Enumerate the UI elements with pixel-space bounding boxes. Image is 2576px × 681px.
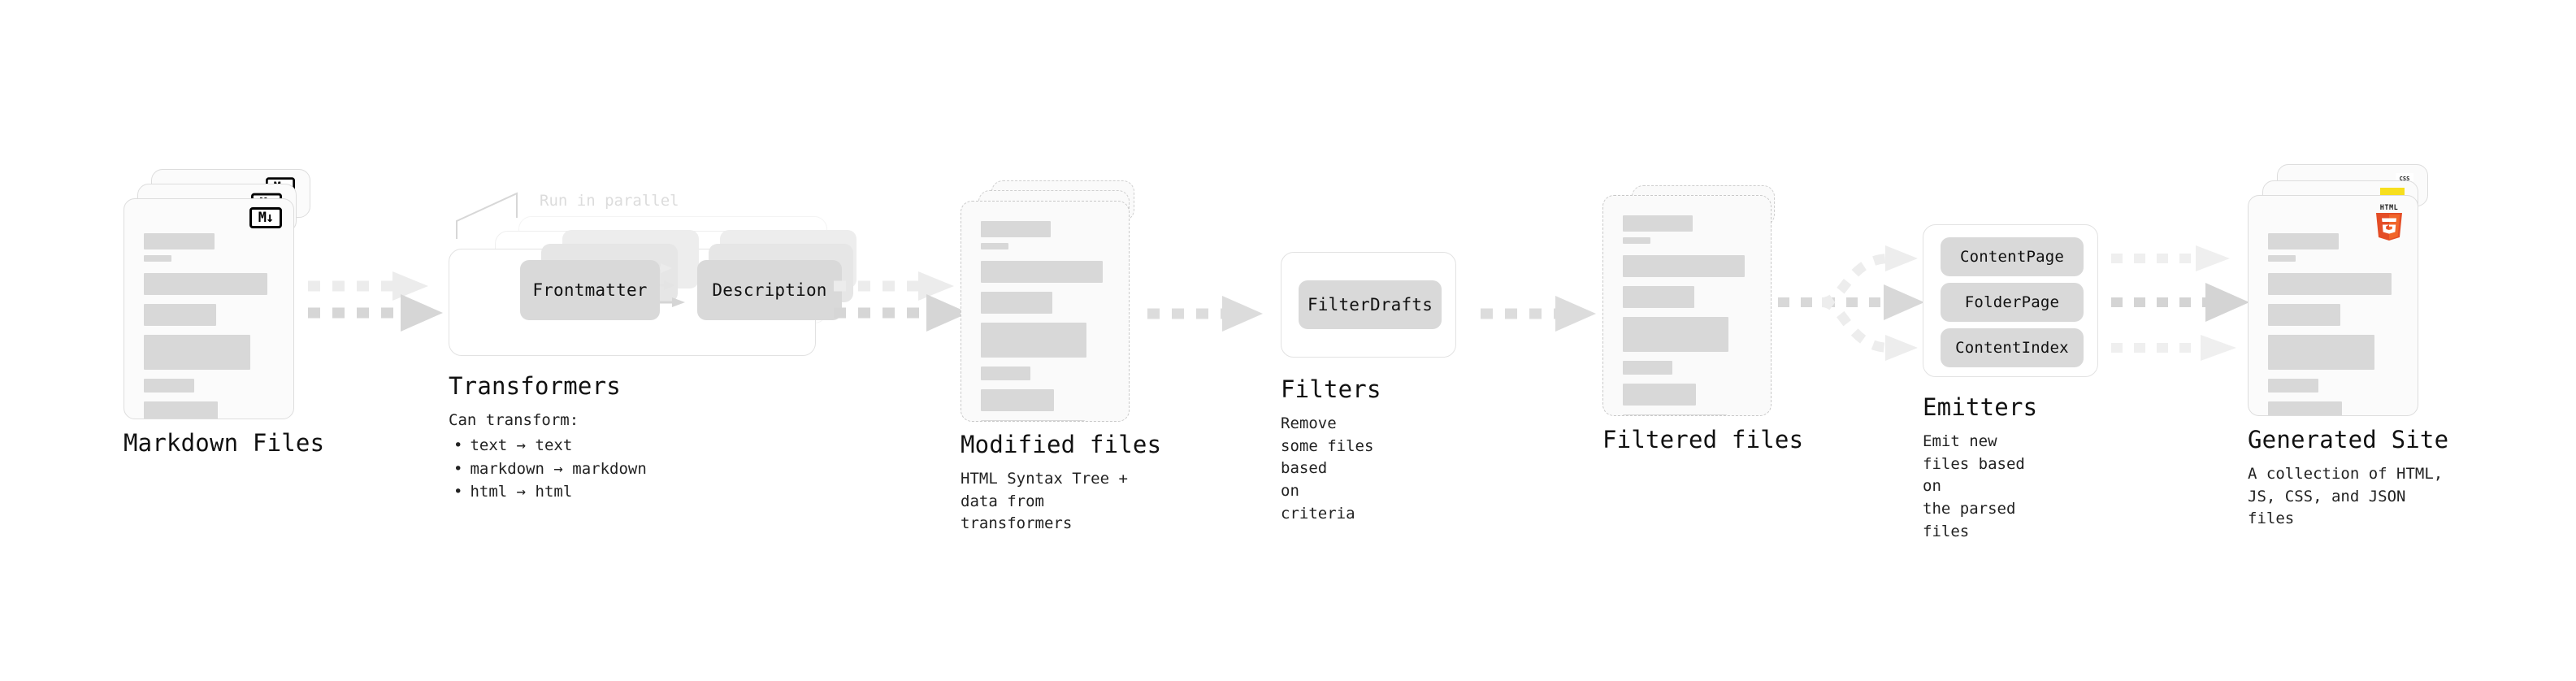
- stage-subtitle: Remove some files based on criteria: [1281, 414, 1374, 523]
- doc-line-body: [2268, 335, 2375, 370]
- doc-line-body: [144, 335, 251, 370]
- doc-line-body: [1623, 317, 1728, 352]
- modified-file-stack: [961, 0, 1147, 422]
- doc-line-body: [1623, 255, 1746, 277]
- connector-filtered-to-emitters: [1778, 245, 1924, 361]
- list-item: text → text: [449, 434, 647, 458]
- chip-contentpage[interactable]: ContentPage: [1941, 237, 2084, 276]
- document-card-front: HTML: [2248, 195, 2418, 416]
- filters-caption: Filters Remove some files based on crite…: [1281, 375, 1381, 526]
- document-placeholder-lines: [1623, 215, 1753, 415]
- chip-description[interactable]: Description: [697, 260, 842, 320]
- list-item: html → html: [449, 480, 647, 504]
- markdown-files-caption: Markdown Files: [124, 429, 324, 457]
- chip-folderpage[interactable]: FolderPage: [1941, 283, 2084, 322]
- stage-subtitle: HTML Syntax Tree + data from transformer…: [961, 470, 1128, 533]
- svg-text:CSS: CSS: [2400, 176, 2410, 182]
- filtered-file-stack: [1602, 0, 1789, 416]
- doc-line-title: [1623, 215, 1693, 232]
- doc-line-meta: [2268, 255, 2296, 262]
- doc-line-title: [144, 233, 215, 249]
- chip-contentindex[interactable]: ContentIndex: [1941, 328, 2084, 367]
- stage-title: Filters: [1281, 375, 1381, 403]
- markdown-icon: M↓: [249, 207, 282, 228]
- document-placeholder-lines: [2268, 233, 2400, 415]
- connector-modified-to-filters: [1147, 296, 1263, 332]
- stage-title: Transformers: [449, 372, 621, 400]
- document-card-front: M↓: [124, 198, 294, 419]
- doc-line-body: [981, 292, 1052, 314]
- modified-files-caption: Modified files HTML Syntax Tree + data f…: [961, 431, 1161, 536]
- doc-line-title: [981, 221, 1052, 237]
- doc-line-meta: [144, 255, 172, 262]
- doc-line-body: [981, 261, 1104, 283]
- connector-emitters-to-site: [2111, 245, 2249, 361]
- doc-line-body: [1623, 384, 1696, 406]
- doc-line-body: [144, 401, 218, 419]
- transform-capability-list: text → text markdown → markdown html → h…: [449, 434, 647, 505]
- doc-line-title: [2268, 233, 2340, 249]
- doc-line-body: [2268, 273, 2392, 295]
- list-item: markdown → markdown: [449, 458, 646, 481]
- stage-title: Emitters: [1923, 393, 2038, 421]
- doc-line-body: [981, 420, 1085, 421]
- stage-modified-files: Modified files HTML Syntax Tree + data f…: [961, 0, 1161, 532]
- svg-text:HTML: HTML: [2380, 204, 2398, 212]
- doc-line-body: [1623, 286, 1694, 308]
- transformers-caption: Transformers Can transform: text → text …: [449, 372, 647, 504]
- connector-filters-to-filtered: [1481, 296, 1596, 332]
- doc-line-body: [2268, 401, 2342, 415]
- doc-line-body: [981, 323, 1086, 358]
- doc-line-body: [2268, 304, 2341, 326]
- doc-line-meta: [981, 243, 1008, 249]
- doc-line-body: [2268, 379, 2318, 393]
- stage-title: Generated Site: [2248, 426, 2449, 453]
- markdown-file-stack: M↓ M↓ M↓: [124, 0, 310, 419]
- html5-icon: HTML: [2376, 204, 2402, 241]
- filtered-files-caption: Filtered files: [1602, 426, 1803, 453]
- stage-markdown-files: M↓ M↓ M↓ Markdown Files: [124, 0, 324, 457]
- document-placeholder-lines: [981, 221, 1111, 421]
- stage-generated-site: CSS HTML: [2248, 0, 2448, 527]
- connector-markdown-to-transformers: [308, 271, 443, 332]
- doc-line-body: [981, 367, 1030, 380]
- doc-line-body: [981, 389, 1054, 411]
- doc-line-body: [1623, 361, 1672, 375]
- generated-site-stack: CSS HTML: [2248, 0, 2435, 416]
- emitters-caption: Emitters Emit new files based on the par…: [1923, 393, 2037, 544]
- stage-title: Filtered files: [1602, 426, 1804, 453]
- document-card-front: [1602, 195, 1772, 416]
- doc-line-meta: [1623, 237, 1650, 244]
- doc-line-body: [144, 273, 268, 295]
- stage-title: Modified files: [961, 431, 1162, 458]
- chip-frontmatter[interactable]: Frontmatter: [520, 260, 660, 320]
- doc-line-body: [144, 379, 194, 393]
- chip-filterdrafts[interactable]: FilterDrafts: [1299, 280, 1442, 329]
- stage-subtitle: Can transform:: [449, 411, 579, 429]
- run-in-parallel-label: Run in parallel: [540, 192, 679, 210]
- stage-subtitle: Emit new files based on the parsed files: [1923, 432, 2025, 540]
- stage-filtered-files: Filtered files: [1602, 0, 1803, 453]
- doc-line-body: [1623, 414, 1727, 415]
- doc-line-body: [144, 304, 217, 326]
- generated-site-caption: Generated Site A collection of HTML, JS,…: [2248, 426, 2448, 531]
- document-placeholder-lines: [144, 233, 275, 419]
- stage-subtitle: A collection of HTML, JS, CSS, and JSON …: [2248, 465, 2444, 528]
- stage-title: Markdown Files: [124, 429, 325, 457]
- document-card-front: [961, 201, 1130, 422]
